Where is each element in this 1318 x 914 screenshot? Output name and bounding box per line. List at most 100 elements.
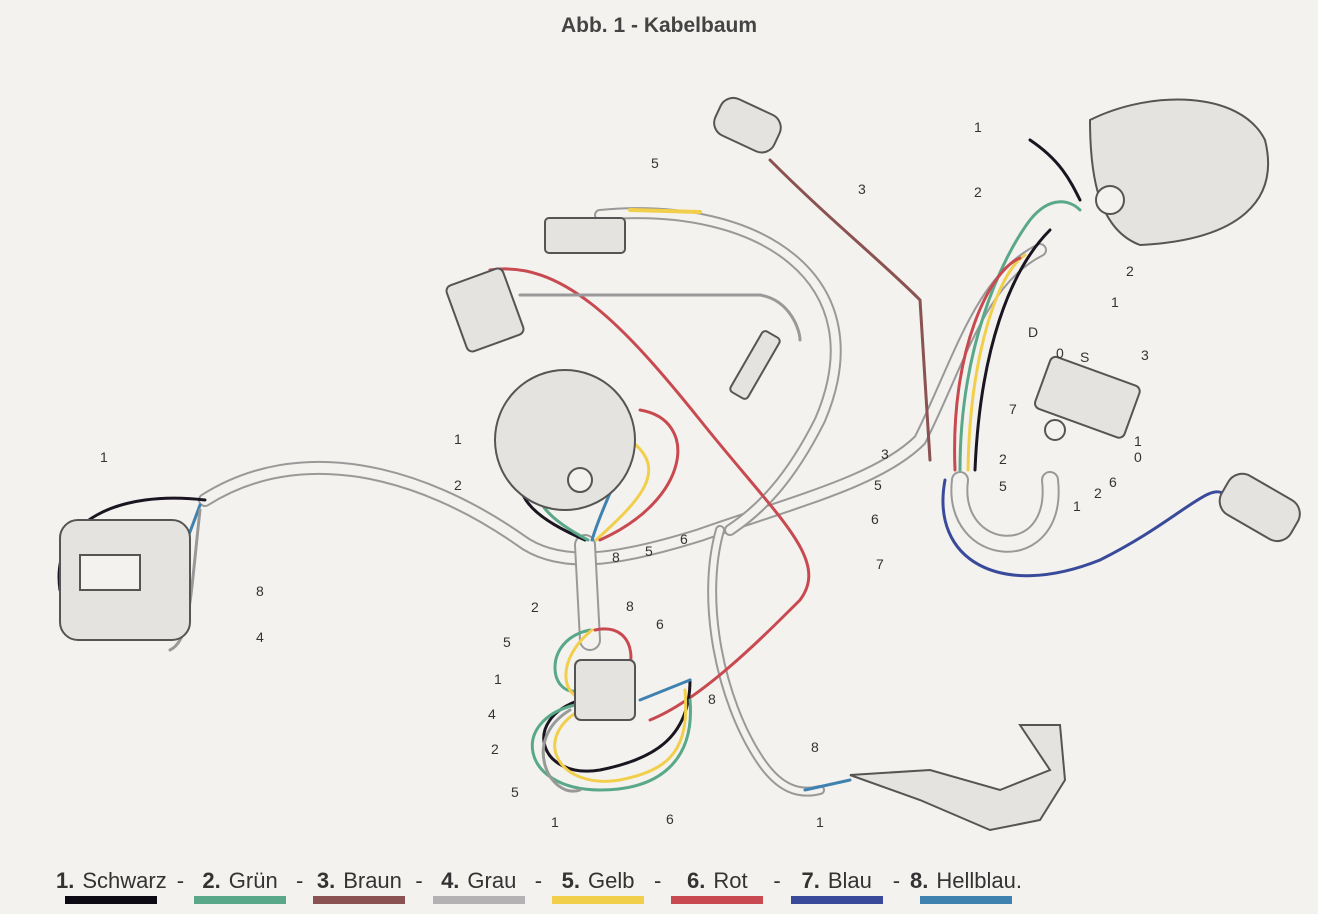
legend-number: 6.	[687, 868, 706, 893]
callout: 1	[551, 814, 559, 830]
callout: 5	[874, 477, 882, 493]
callout: 6	[680, 531, 688, 547]
callout: 7	[1009, 401, 1017, 417]
regulator	[544, 217, 626, 254]
callout: D	[1028, 324, 1038, 340]
wire-red-coil	[488, 267, 811, 722]
harness-brake	[707, 525, 825, 797]
wire-blue-rear	[941, 478, 1227, 578]
callout: 1	[494, 671, 502, 687]
wire-yellow-reg	[628, 208, 702, 214]
callout: 6	[656, 616, 664, 632]
legend-separator: -	[654, 868, 662, 893]
flywheel-magneto	[494, 369, 636, 511]
callout: 4	[488, 706, 496, 722]
junction-block	[574, 659, 636, 721]
callout: 2	[974, 184, 982, 200]
legend-number: 5.	[561, 868, 580, 893]
callout: 3	[881, 446, 889, 462]
harness-to-coil	[594, 207, 842, 536]
legend-number: 1.	[56, 868, 75, 893]
legend-item: 2. Grün	[194, 868, 287, 904]
legend-swatch	[313, 896, 406, 904]
callout: 2	[1094, 485, 1102, 501]
callout: 8	[811, 739, 819, 755]
legend-separator: -	[176, 868, 185, 893]
callout: 3	[1141, 347, 1149, 363]
callout: 5	[651, 155, 659, 171]
callout: 5	[999, 478, 1007, 494]
legend-swatch	[552, 896, 645, 904]
legend-item: 8. Hellblau.	[910, 868, 1022, 904]
legend-swatch	[65, 896, 158, 904]
callout: 1	[1134, 433, 1142, 449]
ignition-coil	[445, 267, 525, 353]
brake-lever	[849, 724, 1067, 832]
callouts: 1 8 4 1 2 8 5 6 5 3 1 2 2 1 D 0 S 3 7 1 …	[100, 119, 1149, 830]
wire-hv	[518, 293, 802, 342]
callout: 3	[858, 181, 866, 197]
callout: 5	[645, 543, 653, 559]
callout: 2	[999, 451, 1007, 467]
wire-brown	[768, 158, 932, 462]
callout: 5	[511, 784, 519, 800]
diagram-title: Abb. 1 - Kabelbaum	[560, 14, 758, 37]
legend-separator: -	[773, 868, 781, 893]
callout: 6	[666, 811, 674, 827]
wire-green-head	[958, 200, 1082, 472]
callout: 7	[876, 556, 884, 572]
legend-color-name: Hellblau.	[936, 868, 1022, 893]
legend-swatch	[432, 896, 525, 904]
legend-color-name: Schwarz	[82, 868, 167, 893]
legend-number: 2.	[202, 868, 221, 893]
headlamp	[1088, 98, 1270, 247]
callout: 2	[531, 599, 539, 615]
legend-item: 7. Blau	[790, 868, 883, 904]
legend-item: 5. Gelb	[552, 868, 645, 904]
callout: 5	[503, 634, 511, 650]
legend-number: 4.	[441, 868, 460, 893]
legend-swatch	[671, 896, 764, 904]
legend-separator: -	[296, 868, 304, 893]
callout: 8	[626, 598, 634, 614]
legend-color-name: Grün	[228, 868, 278, 893]
legend-color-name: Gelb	[587, 868, 635, 893]
callout: 8	[612, 549, 620, 565]
legend-separator: -	[415, 868, 423, 893]
callout: 1	[1073, 498, 1081, 514]
legend-number: 3.	[316, 868, 336, 893]
legend-separator: -	[534, 868, 543, 893]
color-legend: 1.Schwarz-2.Grün-3.Braun-4.Grau-5.Gelb-6…	[56, 868, 1022, 904]
legend-color-name: Rot	[713, 868, 748, 893]
callout: 8	[256, 583, 264, 599]
legend-swatch	[920, 896, 1012, 904]
light-switch	[1034, 355, 1141, 439]
callout: 1	[816, 814, 824, 830]
callout: 6	[871, 511, 879, 527]
legend-swatch	[790, 896, 883, 904]
callout: 4	[256, 629, 264, 645]
callout: 1	[454, 431, 462, 447]
bulb-front-left	[713, 96, 782, 154]
legend-color-name: Blau	[827, 868, 872, 893]
legend-item: 4. Grau	[432, 868, 525, 904]
legend-separator: -	[892, 868, 901, 893]
legend-item: 3.Braun	[313, 868, 406, 904]
legend-color-name: Grau	[467, 868, 517, 893]
callout: 1	[1111, 294, 1119, 310]
legend-item: 1. Schwarz	[56, 868, 167, 904]
callout: 1	[974, 119, 982, 135]
callout: 8	[708, 691, 716, 707]
callout: 1	[100, 449, 108, 465]
spark-plug	[729, 330, 781, 400]
bulb-rear-right	[1218, 472, 1301, 543]
callout: S	[1080, 349, 1089, 365]
legend-item: 6. Rot	[671, 868, 764, 904]
callout: 0	[1134, 449, 1142, 465]
legend-number: 8.	[910, 868, 929, 893]
callout: 2	[454, 477, 462, 493]
legend-number: 7.	[801, 868, 820, 893]
legend-swatch	[194, 896, 287, 904]
callout: 0	[1056, 345, 1064, 361]
